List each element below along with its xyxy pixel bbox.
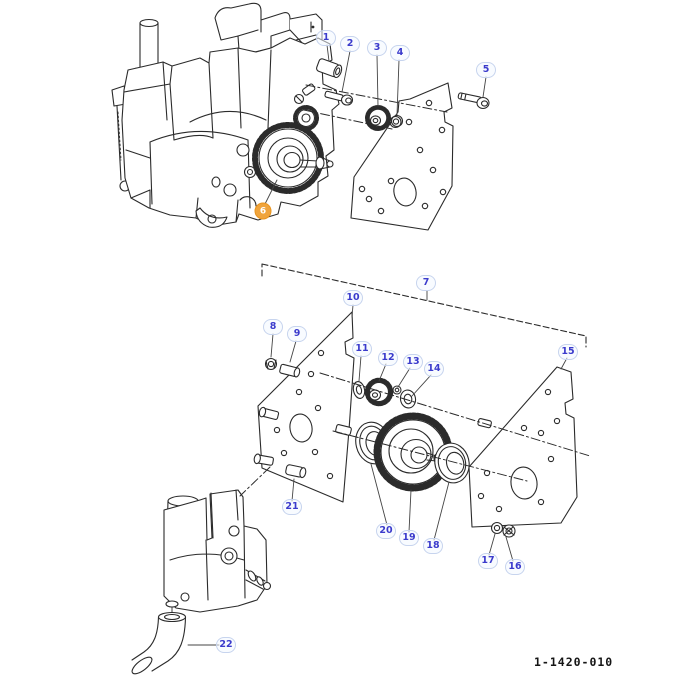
upper-mounting-plate	[350, 82, 454, 231]
part-label-2[interactable]: 2	[340, 36, 360, 52]
part-pin-1	[316, 58, 343, 79]
part-label-19[interactable]: 19	[399, 530, 419, 546]
part-gear-3	[365, 105, 391, 131]
part-nut-8	[264, 357, 278, 371]
part-bearing-18	[434, 442, 470, 484]
part-bolt-2	[324, 90, 354, 106]
group-bracket-line-7	[261, 263, 587, 348]
part-washer-13	[392, 385, 402, 395]
part-highlight-badge-6[interactable]: 6	[254, 202, 272, 220]
part-label-3[interactable]: 3	[367, 40, 387, 56]
part-ring-14	[399, 389, 417, 409]
part-label-16[interactable]: 16	[505, 559, 525, 575]
part-label-14[interactable]: 14	[424, 361, 444, 377]
part-label-7[interactable]: 7	[416, 275, 436, 291]
part-label-8[interactable]: 8	[263, 319, 283, 335]
lower-assembly-drawing	[163, 489, 272, 614]
part-nut-4	[389, 114, 404, 129]
part-bolt-5	[457, 92, 490, 110]
part-label-21[interactable]: 21	[282, 499, 302, 515]
part-washer-17	[490, 521, 504, 535]
part-label-15[interactable]: 15	[558, 344, 578, 360]
part-nut-16	[502, 524, 516, 538]
part-label-12[interactable]: 12	[378, 350, 398, 366]
upper-assembly-drawing	[111, 2, 340, 228]
part-label-17[interactable]: 17	[478, 553, 498, 569]
part-elbow-22	[131, 611, 187, 675]
part-label-4[interactable]: 4	[390, 45, 410, 61]
part-label-18[interactable]: 18	[423, 538, 443, 554]
part-label-5[interactable]: 5	[476, 62, 496, 78]
part-label-13[interactable]: 13	[403, 354, 423, 370]
drawing-reference-code: 1-1420-010	[534, 655, 614, 669]
part-spacer-9	[279, 363, 301, 378]
leader-lines	[187, 44, 568, 646]
part-label-9[interactable]: 9	[287, 326, 307, 342]
center-lines	[239, 84, 591, 497]
left-plate-10	[253, 311, 355, 503]
part-label-22[interactable]: 22	[216, 637, 236, 653]
part-washer-11	[352, 381, 366, 399]
part-label-1[interactable]: 1	[316, 30, 336, 46]
part-label-11[interactable]: 11	[352, 341, 372, 357]
part-spacer-21	[285, 464, 307, 479]
part-label-20[interactable]: 20	[376, 523, 396, 539]
part-gear-12	[364, 377, 394, 407]
part-label-10[interactable]: 10	[343, 290, 363, 306]
part-gear-19	[373, 412, 453, 492]
